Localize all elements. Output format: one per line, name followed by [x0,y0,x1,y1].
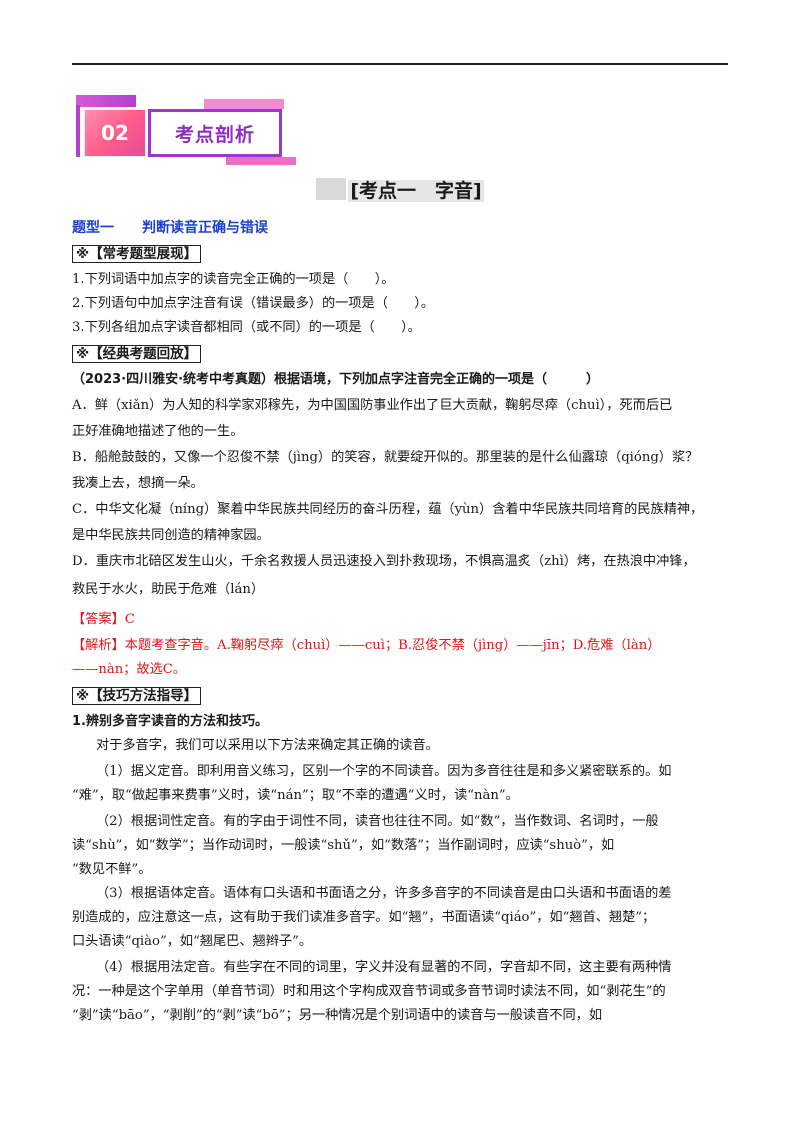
badge-decor-bar [204,99,284,109]
skill-line: “数见不鲜”。 [72,862,152,877]
classic-header: ※【经典考题回放】 [72,344,202,364]
answer: 【答案】C [72,612,135,627]
common-item: 2.下列语句中加点字注音有误（错误最多）的一项是（ ）。 [72,296,435,311]
skill-line: （1）据义定音。即利用音义练习，区别一个字的不同读音。因为多音往往是和多义紧密联… [96,764,672,779]
analysis-line: ——nàn；故选C。 [72,662,187,677]
option-line: D．重庆市北碚区发生山火，千余名救援人员迅速投入到扑救现场，不惧高温炙（zhì）… [72,554,696,569]
skill-line: 况：一种是这个字单用（单音节词）时和用这个字构成双音节词或多音节词时读法不同，如… [72,984,666,999]
skill-title: 1.辨别多音字读音的方法和技巧。 [72,714,268,729]
analysis-line: 【解析】本题考查字音。A.鞠躬尽瘁（chuì）——cuì；B.忍俊不禁（jìng… [72,638,661,653]
skill-line: “难”，取“做起事来费事”义时，读“nán”；取“不幸的遭遇”义时，读“nàn”… [72,788,519,803]
option-line: C．中华文化凝（níng）聚着中华民族共同经历的奋斗历程，蕴（yùn）含着中华民… [72,502,704,517]
badge-decor-bar [76,95,136,107]
option-line: 是中华民族共同创造的精神家园。 [72,528,270,543]
skill-line: 读“shù”，如“数学”；当作动词时，一般读“shǔ”，如“数落”；当作副词时，… [72,838,615,853]
skill-line: （4）根据用法定音。有些字在不同的词里，字义并没有显著的不同，字音却不同，这主要… [96,960,672,975]
question-stem: （2023·四川雅安·统考中考真题）根据语境，下列加点字注音完全正确的一项是（ … [72,372,600,387]
top-rule [72,63,728,65]
badge-decor-bar [76,105,80,157]
option-line: B．船舱鼓鼓的，又像一个忍俊不禁（jìng）的笑容，就要绽开似的。那里装的是什么… [72,450,699,465]
badge-decor-bar [226,157,296,165]
skill-line: “剥”读“bāo”，“剥削”的“剥”读“bō”；另一种情况是个别词语中的读音与一… [72,1008,603,1023]
option-line: 我凑上去，想摘一朵。 [72,476,204,491]
option-line: 正好准确地描述了他的一生。 [72,424,244,439]
section-title-text: [考点一 字音] [348,180,484,202]
badge-number: 02 [84,109,146,157]
badge-label: 考点剖析 [148,109,282,157]
section-title: [考点一 字音] [0,176,800,203]
skill-line: （3）根据语体定音。语体有口头语和书面语之分，许多多音字的不同读音是由口头语和书… [96,886,672,901]
common-item: 1.下列词语中加点字的读音完全正确的一项是（ ）。 [72,272,395,287]
type-heading: 题型一 判断读音正确与错误 [72,220,268,236]
skill-header: ※【技巧方法指导】 [72,686,202,706]
skill-line: 别造成的，应注意这一点，这有助于我们读准多音字。如“翘”，书面语读“qiáo”，… [72,910,656,925]
skill-line: 对于多音字，我们可以采用以下方法来确定其正确的读音。 [96,738,439,753]
common-item: 3.下列各组加点字读音都相同（或不同）的一项是（ ）。 [72,320,421,335]
option-line: 救民于水火，助民于危难（lán） [72,582,265,597]
skill-line: （2）根据词性定音。有的字由于词性不同，读音也往往不同。如“数”，当作数词、名词… [96,814,659,829]
skill-line: 口头语读“qiào”，如“翘尾巴、翘辫子”。 [72,934,313,949]
common-header: ※【常考题型展现】 [72,244,202,264]
option-line: A．鲜（xiǎn）为人知的科学家邓稼先，为中国国防事业作出了巨大贡献，鞠躬尽瘁（… [72,398,673,413]
title-shade [316,178,347,200]
section-badge: 02 考点剖析 [76,95,300,167]
